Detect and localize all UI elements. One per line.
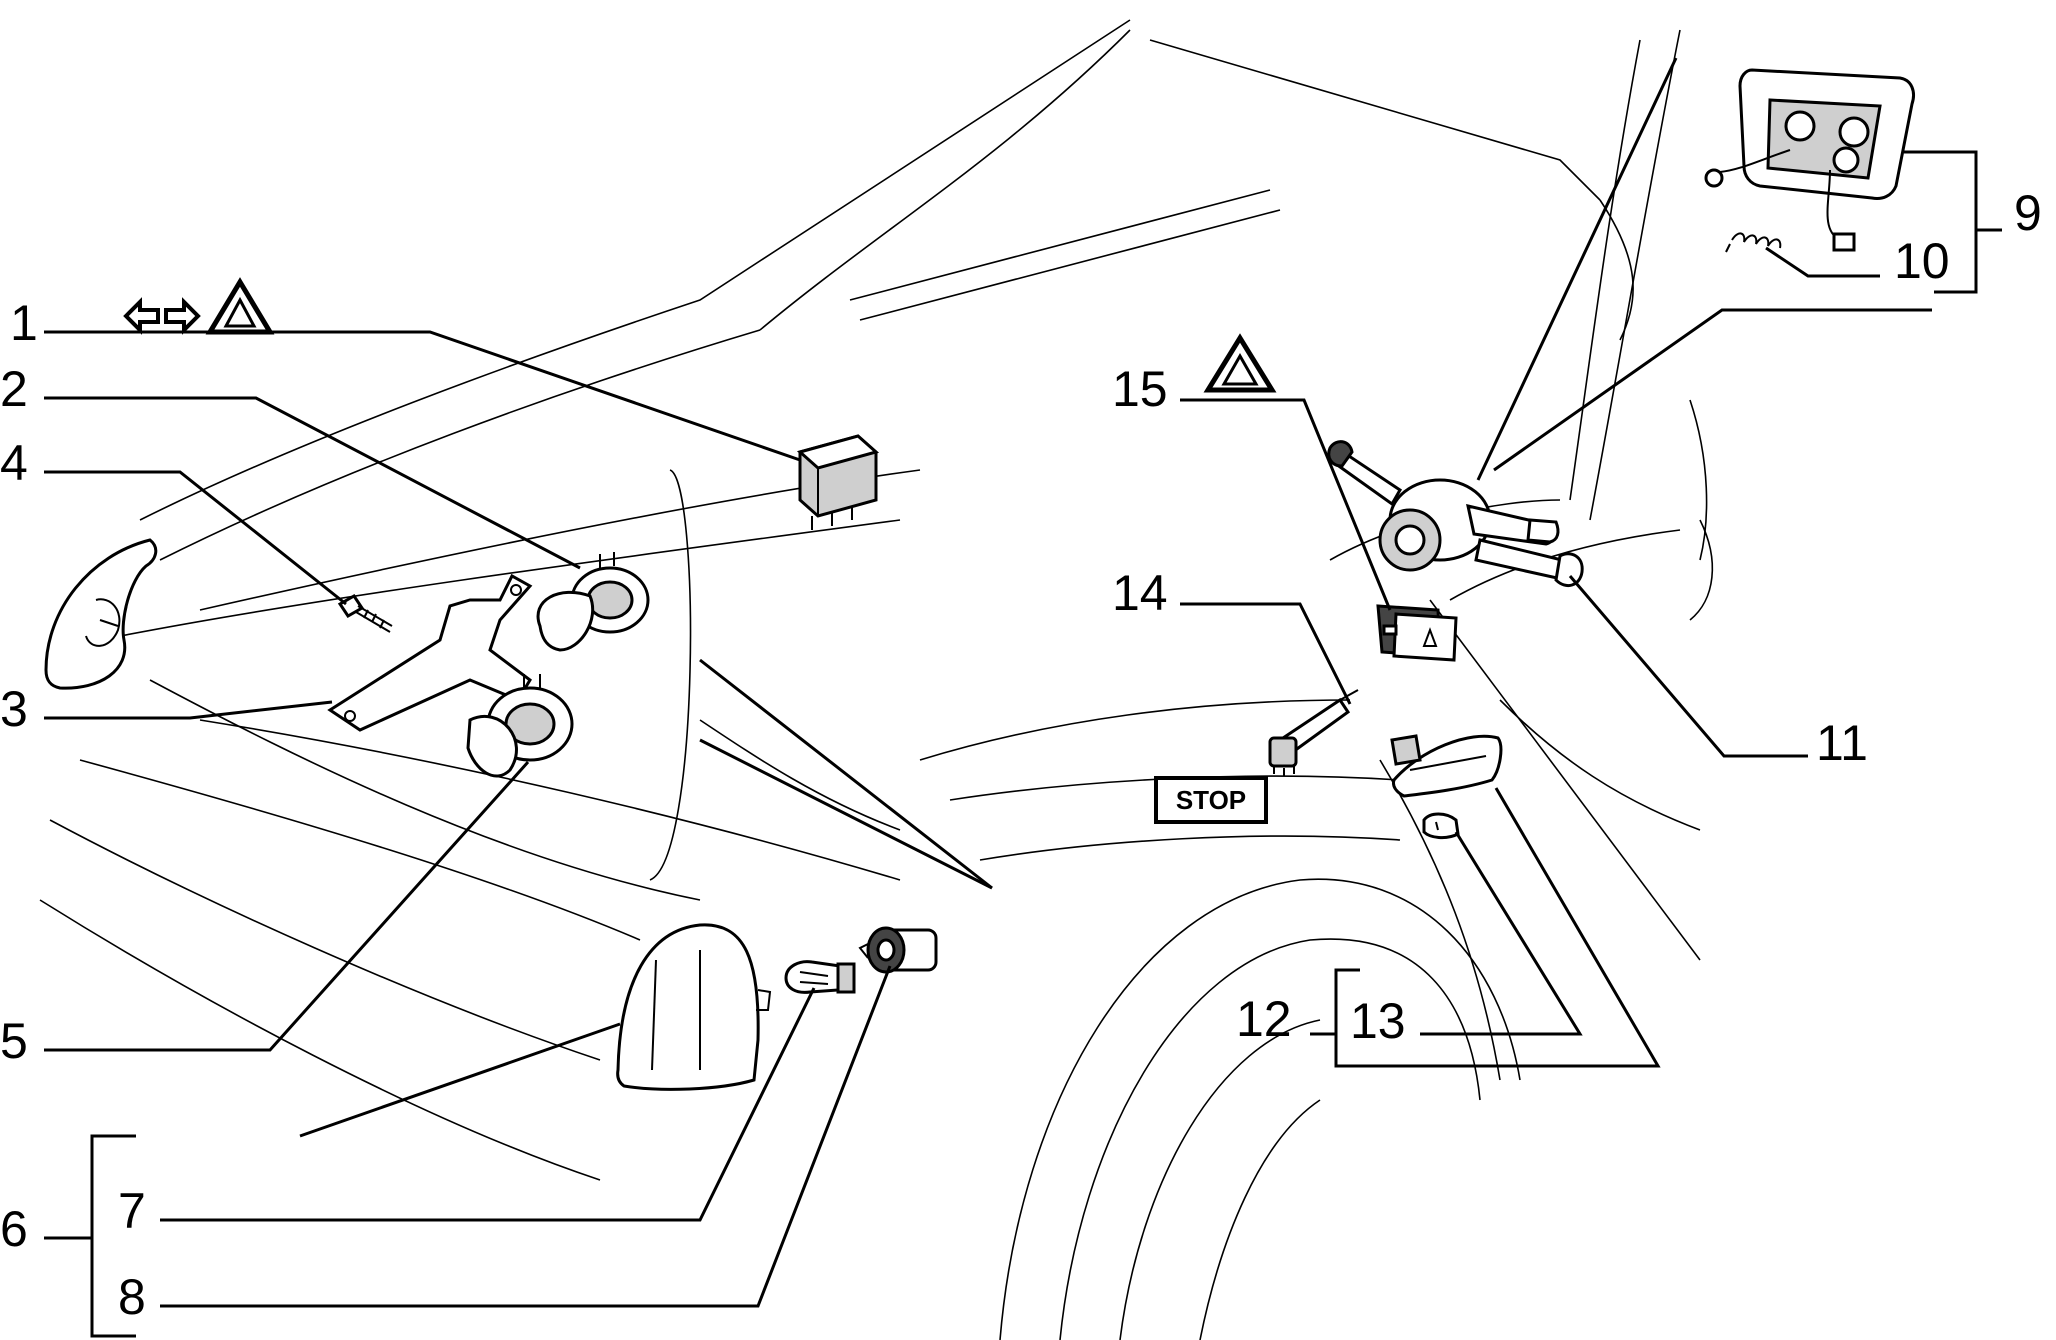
bulb-part — [784, 960, 856, 994]
callout-1: 1 — [10, 295, 38, 351]
hazard-switch-part — [1376, 604, 1458, 662]
leader-lines — [44, 57, 2002, 1338]
lamp-housing-part — [1704, 68, 1915, 252]
callout-5: 5 — [0, 1013, 28, 1069]
callout-3: 3 — [0, 681, 28, 737]
wedge-bulb-part — [1422, 812, 1460, 840]
callout-8: 8 — [118, 1269, 146, 1325]
callout-6: 6 — [0, 1201, 28, 1257]
callout-4: 4 — [0, 435, 28, 491]
callout-15: 15 — [1112, 361, 1168, 417]
turn-arrows-icon — [123, 297, 201, 335]
hazard-triangle-icon — [1203, 333, 1277, 393]
callout-11: 11 — [1816, 715, 1868, 771]
callout-2: 2 — [0, 361, 28, 417]
horn-lower-part — [466, 674, 574, 778]
callout-13: 13 — [1350, 993, 1406, 1049]
side-indicator-lens-part — [616, 923, 772, 1091]
hazard-triangle-icon — [205, 277, 275, 335]
car-body-outline — [39, 19, 1714, 1340]
callout-7: 7 — [118, 1183, 146, 1239]
callout-14: 14 — [1112, 565, 1168, 621]
spring-part — [1725, 232, 1782, 253]
stop-lamp-switch-part — [1268, 689, 1359, 776]
combination-switch-part — [1327, 440, 1584, 588]
stop-label: STOP — [1176, 785, 1246, 815]
horn-bracket-part — [327, 573, 533, 732]
bumper-section-part — [44, 538, 158, 690]
side-repeater-part — [1390, 734, 1503, 798]
relay-part — [796, 434, 880, 530]
callout-9: 9 — [2014, 185, 2042, 241]
bulb-holder-part — [858, 926, 938, 974]
horn-upper-part — [536, 552, 650, 652]
callout-10: 10 — [1894, 233, 1950, 289]
callout-labels: 1 2 4 3 5 6 7 8 9 10 11 12 13 14 15 — [0, 185, 2042, 1325]
bolt-part — [337, 594, 393, 633]
callout-12: 12 — [1236, 991, 1292, 1047]
stop-symbol: STOP — [1154, 776, 1268, 824]
